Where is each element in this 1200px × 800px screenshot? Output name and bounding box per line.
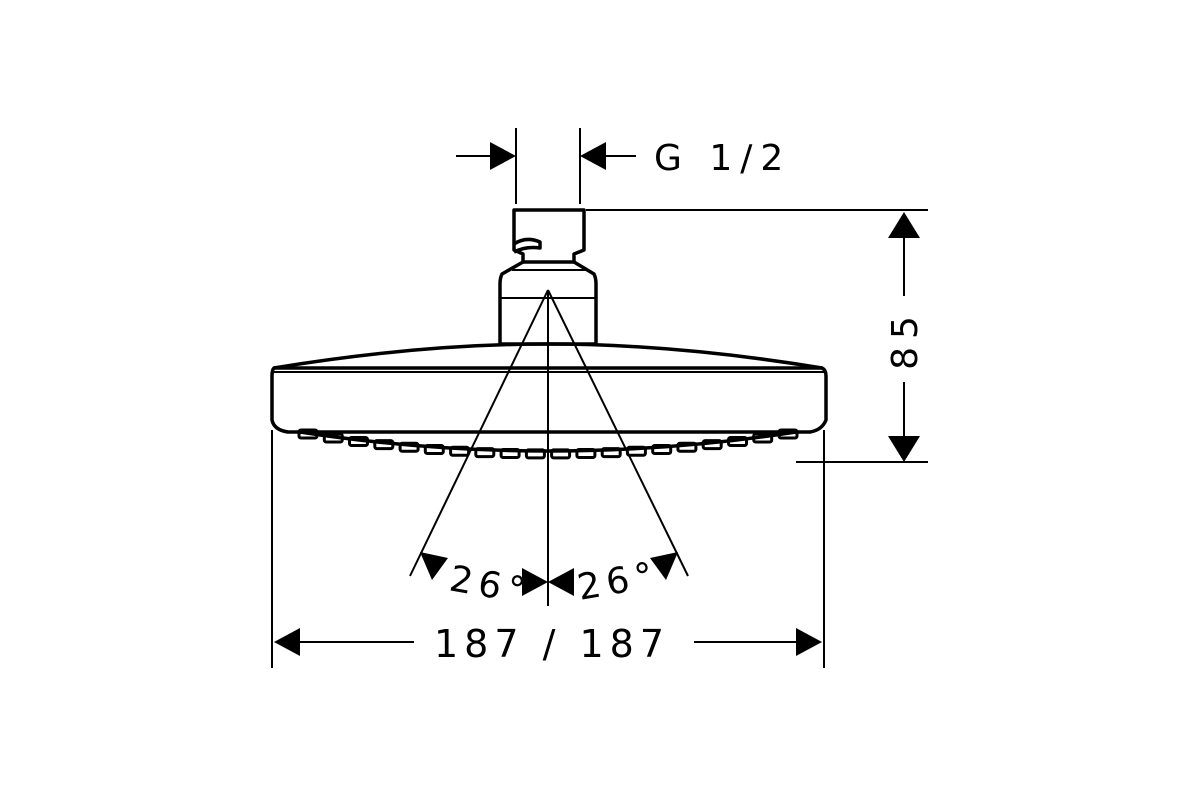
thread-arrow-right (580, 142, 606, 170)
nozzle (474, 447, 496, 459)
nozzle (398, 441, 420, 453)
nozzle (297, 428, 319, 440)
angle-arrow-outer-left (420, 552, 448, 580)
nozzle (499, 448, 521, 459)
nozzle (777, 428, 799, 440)
spray-angle-left-label: 26° (446, 558, 534, 613)
nozzle (752, 432, 774, 444)
nozzle (348, 436, 369, 447)
nozzle (575, 448, 597, 459)
nut-notch (513, 237, 542, 254)
nozzle (373, 439, 395, 451)
angle-arrow-outer-right (650, 552, 678, 580)
nozzle (727, 436, 748, 447)
width-arrow-right (796, 628, 822, 656)
thread-arrow-left (490, 142, 516, 170)
nozzle (322, 432, 344, 444)
angle-arrow-center-right (548, 568, 574, 596)
width-arrow-left (274, 628, 300, 656)
nozzle (701, 439, 723, 451)
nozzle (449, 445, 471, 457)
width-dimension-label: 187 / 187 (434, 622, 670, 666)
head-disk (270, 366, 828, 434)
nozzle (676, 441, 698, 453)
nozzle (651, 444, 673, 455)
height-arrow-top (888, 212, 920, 238)
spray-angle-line-right (547, 289, 689, 577)
nozzle (423, 444, 445, 455)
spray-angle-line-left (409, 289, 549, 577)
nozzle (524, 448, 546, 460)
height-dimension-label: 85 (885, 308, 926, 370)
nozzle (625, 445, 647, 457)
nozzle-row (297, 428, 799, 460)
thread-size-label: G 1/2 (654, 138, 791, 179)
angle-arrow-center-left (522, 568, 548, 596)
connector-nut (512, 208, 586, 264)
nozzle (600, 447, 622, 459)
spray-angle-right-label: 26° (574, 554, 662, 609)
dimension-lines (271, 128, 928, 668)
nozzle (550, 448, 572, 460)
height-arrow-bottom (888, 436, 920, 462)
